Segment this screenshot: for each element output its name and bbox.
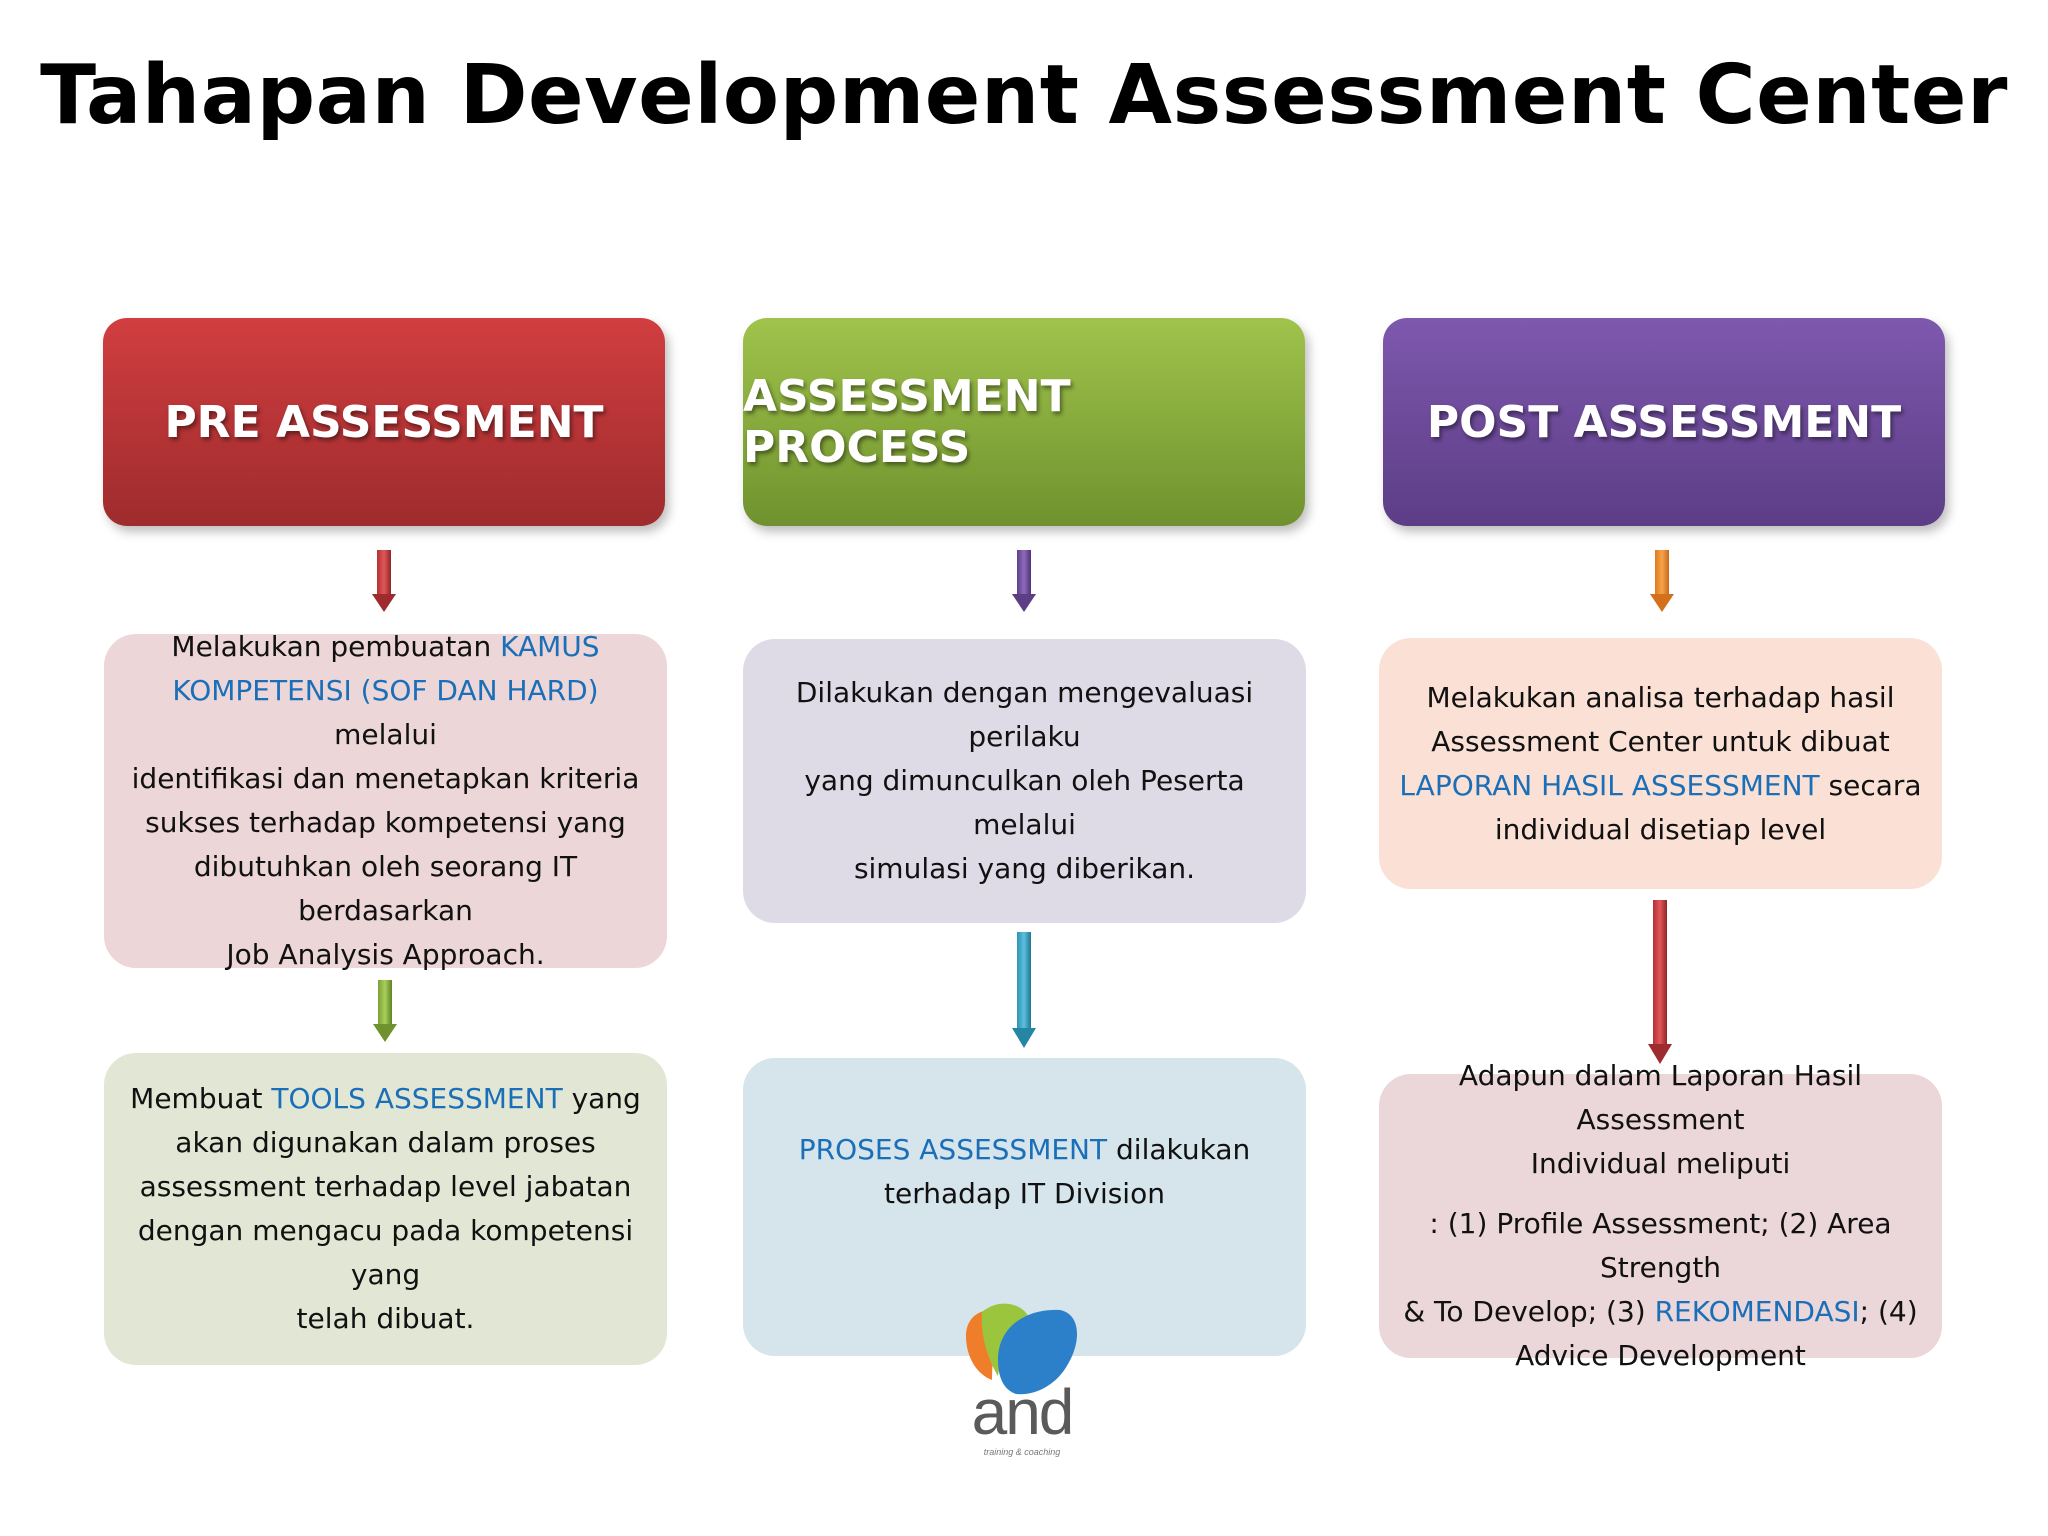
text-line: simulasi yang diberikan. — [854, 847, 1195, 891]
pre-assessment-step-2: Membuat TOOLS ASSESSMENT yang akan diguna… — [104, 1053, 667, 1365]
arrow-down-icon — [372, 550, 396, 612]
body-text: Advice Development — [1515, 1339, 1806, 1372]
highlight-text: LAPORAN HASIL ASSESSMENT — [1399, 768, 1820, 802]
body-text: dengan mengacu pada kompetensi yang — [137, 1214, 634, 1291]
text-line: dengan mengacu pada kompetensi yang — [118, 1209, 653, 1297]
text-line: Advice Development — [1515, 1334, 1806, 1378]
logo-text: and — [971, 1376, 1075, 1448]
logo-mark-icon — [966, 1303, 1078, 1395]
text-line: LAPORAN HASIL ASSESSMENT secara — [1399, 764, 1921, 808]
text-line: Job Analysis Approach. — [226, 933, 544, 977]
body-text: ; (4) — [1859, 1295, 1918, 1328]
pre-assessment-step-1: Melakukan pembuatan KAMUS KOMPETENSI (SOF… — [104, 630, 667, 971]
text-line: akan digunakan dalam proses — [175, 1121, 595, 1165]
body-text: simulasi yang diberikan. — [853, 852, 1196, 885]
text-line: individual disetiap level — [1495, 808, 1826, 852]
text-line: yang dimunculkan oleh Peserta melalui — [757, 759, 1292, 847]
body-text: assessment terhadap level jabatan — [139, 1170, 632, 1203]
body-text: identifikasi dan menetapkan kriteria — [131, 762, 640, 795]
body-text: Adapun dalam Laporan Hasil Assessment — [1458, 1059, 1863, 1136]
body-text: : (1) Profile Assessment; (2) Area Stren… — [1429, 1207, 1892, 1284]
page-title: Tahapan Development Assessment Center — [40, 48, 2008, 143]
body-text: yang — [562, 1082, 641, 1115]
body-text: akan digunakan dalam proses — [175, 1126, 596, 1159]
text-line: Melakukan analisa terhadap hasil — [1426, 676, 1894, 720]
body-text: dilakukan — [1107, 1133, 1251, 1166]
header-post-assessment: POST ASSESSMENT — [1383, 318, 1945, 526]
text-line: Individual meliputi — [1531, 1142, 1791, 1186]
body-text: Melakukan analisa terhadap hasil — [1426, 680, 1895, 714]
highlight-text: REKOMENDASI — [1654, 1295, 1860, 1328]
text-line: Dilakukan dengan mengevaluasi perilaku — [757, 671, 1292, 759]
header-pre-assessment: PRE ASSESSMENT — [103, 318, 665, 526]
text-line: dibutuhkan oleh seorang IT berdasarkan — [118, 845, 653, 933]
text-line: Melakukan pembuatan KAMUS — [171, 625, 599, 669]
body-text: Melakukan pembuatan — [171, 630, 501, 663]
body-text: Dilakukan dengan mengevaluasi perilaku — [795, 676, 1254, 753]
text-line: telah dibuat. — [297, 1297, 475, 1341]
body-text: Membuat — [130, 1082, 272, 1115]
arrow-down-icon — [1648, 900, 1672, 1064]
text-line: PROSES ASSESSMENT dilakukan — [799, 1128, 1250, 1172]
text-line: Assessment Center untuk dibuat — [1431, 720, 1890, 764]
text-line: Membuat TOOLS ASSESSMENT yang — [130, 1077, 641, 1121]
body-text: dibutuhkan oleh seorang IT berdasarkan — [193, 850, 578, 927]
text-line: sukses terhadap kompetensi yang — [145, 801, 626, 845]
body-text: yang dimunculkan oleh Peserta melalui — [804, 764, 1245, 841]
arrow-down-icon — [1650, 550, 1674, 612]
text-line: KOMPETENSI (SOF DAN HARD) melalui — [118, 669, 653, 757]
header-assessment-process: ASSESSMENT PROCESS — [743, 318, 1305, 526]
body-text: secara — [1819, 768, 1922, 802]
text-line: terhadap IT Division — [884, 1172, 1165, 1216]
highlight-text: KAMUS — [500, 630, 600, 663]
arrow-down-icon — [1012, 550, 1036, 612]
company-logo: and training & coaching — [952, 1300, 1092, 1462]
body-text: Individual meliputi — [1530, 1147, 1791, 1180]
text-line: & To Develop; (3) REKOMENDASI; (4) — [1403, 1290, 1917, 1334]
body-text: Job Analysis Approach. — [226, 938, 545, 971]
text-line: : (1) Profile Assessment; (2) Area Stren… — [1393, 1202, 1928, 1290]
body-text: telah dibuat. — [296, 1302, 475, 1335]
text-line: assessment terhadap level jabatan — [140, 1165, 632, 1209]
highlight-text: PROSES ASSESSMENT — [798, 1133, 1108, 1166]
text-line: Adapun dalam Laporan Hasil Assessment — [1393, 1054, 1928, 1142]
highlight-text: TOOLS ASSESSMENT — [271, 1082, 563, 1115]
body-text: Assessment Center untuk dibuat — [1431, 724, 1890, 758]
arrow-down-icon — [1012, 932, 1036, 1048]
arrow-down-icon — [373, 980, 397, 1042]
body-text: individual disetiap level — [1494, 812, 1827, 846]
body-text: & To Develop; (3) — [1403, 1295, 1655, 1328]
body-text: melalui — [334, 718, 437, 751]
text-line: identifikasi dan menetapkan kriteria — [132, 757, 640, 801]
highlight-text: KOMPETENSI (SOF DAN HARD) — [172, 674, 599, 707]
assessment-process-step-1: Dilakukan dengan mengevaluasi perilaku ya… — [743, 639, 1306, 923]
assessment-process-step-2: PROSES ASSESSMENT dilakukan terhadap IT D… — [743, 1058, 1306, 1356]
logo-tagline: training & coaching — [983, 1447, 1061, 1457]
body-text: sukses terhadap kompetensi yang — [145, 806, 626, 839]
body-text: terhadap IT Division — [884, 1177, 1165, 1210]
